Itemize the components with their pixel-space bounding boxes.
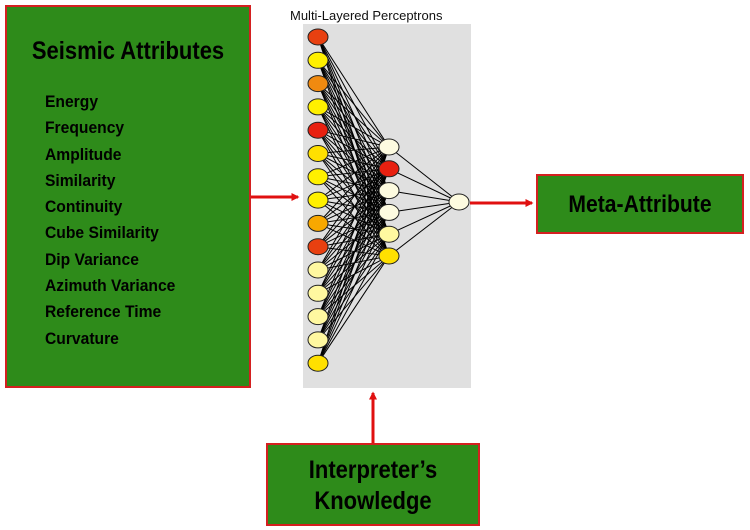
attribute-item: Dip Variance: [45, 249, 139, 269]
input-hidden-edge: [317, 146, 390, 247]
attribute-item: Continuity: [45, 197, 123, 217]
network-nodes: [307, 28, 470, 372]
input-hidden-edge: [317, 212, 390, 364]
hidden-node: [378, 138, 400, 156]
attribute-item: Azimuth Variance: [45, 276, 176, 296]
network-edges: [317, 36, 460, 364]
input-hidden-edge: [317, 83, 390, 170]
input-hidden-edge: [317, 176, 390, 257]
input-node: [307, 28, 329, 46]
input-hidden-edge: [317, 146, 390, 178]
input-hidden-edge: [317, 199, 390, 257]
attribute-item: Reference Time: [45, 302, 162, 322]
hidden-output-edge: [388, 146, 460, 203]
input-node: [307, 51, 329, 69]
input-hidden-edge: [317, 36, 390, 148]
input-hidden-edge: [317, 59, 390, 148]
input-hidden-edge: [317, 106, 390, 148]
hidden-output-edge: [388, 201, 460, 235]
hidden-output-edge: [388, 201, 460, 213]
input-hidden-edge: [317, 176, 390, 235]
input-hidden-edge: [317, 129, 390, 213]
input-hidden-edge: [317, 106, 390, 213]
hidden-node: [378, 225, 400, 243]
seismic-attributes-box: Seismic Attributes Energy Frequency Ampl…: [5, 5, 251, 388]
input-hidden-edge: [317, 176, 390, 192]
interpreter-knowledge-box: Interpreter’s Knowledge: [266, 443, 480, 526]
input-hidden-edge: [317, 233, 390, 248]
input-hidden-edge: [317, 146, 390, 341]
hidden-node: [378, 203, 400, 221]
attribute-item: Cube Similarity: [45, 223, 159, 243]
input-node: [307, 168, 329, 186]
hidden-node: [378, 160, 400, 178]
input-hidden-edge: [317, 153, 390, 170]
input-hidden-edge: [317, 106, 390, 170]
attribute-item: Frequency: [45, 118, 125, 138]
input-node: [307, 191, 329, 209]
meta-attribute-box: Meta-Attribute: [536, 174, 744, 234]
input-hidden-edge: [317, 129, 390, 170]
input-node: [307, 214, 329, 232]
input-hidden-edge: [317, 129, 390, 148]
meta-attribute-label: Meta-Attribute: [568, 191, 712, 218]
input-hidden-edge: [317, 176, 390, 213]
input-hidden-edge: [317, 60, 390, 170]
attribute-item: Similarity: [45, 170, 116, 190]
network-title: Multi-Layered Perceptrons: [290, 8, 443, 23]
input-node: [307, 284, 329, 302]
input-hidden-edge: [317, 190, 390, 201]
hidden-output-edge: [388, 190, 460, 203]
attribute-item: Curvature: [45, 328, 119, 348]
input-hidden-edge: [317, 146, 390, 364]
hidden-output-edge: [388, 168, 460, 203]
input-hidden-edge: [317, 83, 390, 148]
input-hidden-edge: [317, 153, 390, 235]
input-node: [307, 308, 329, 326]
input-node: [307, 98, 329, 116]
input-hidden-edge: [317, 246, 390, 257]
output-node: [448, 193, 470, 211]
input-node: [307, 121, 329, 139]
input-hidden-edge: [317, 168, 390, 178]
input-hidden-edge: [317, 106, 390, 191]
input-hidden-edge: [317, 211, 390, 224]
input-hidden-edge: [317, 168, 390, 364]
hidden-node: [378, 182, 400, 200]
input-hidden-edge: [317, 153, 390, 257]
input-hidden-edge: [317, 199, 390, 213]
seismic-attributes-title: Seismic Attributes: [31, 37, 225, 65]
input-hidden-edge: [317, 255, 390, 271]
attribute-list: Energy Frequency Amplitude Similarity Co…: [45, 89, 187, 352]
hidden-output-edge: [388, 201, 460, 257]
input-hidden-edge: [317, 255, 390, 364]
input-hidden-edge: [317, 146, 390, 271]
input-hidden-edge: [317, 146, 390, 317]
input-node: [307, 145, 329, 162]
input-hidden-edge: [317, 222, 390, 257]
input-node: [307, 354, 329, 372]
input-hidden-edge: [317, 199, 390, 235]
interpreter-knowledge-label: Interpreter’s Knowledge: [281, 455, 466, 517]
input-hidden-edge: [317, 190, 390, 364]
input-hidden-edge: [317, 146, 390, 294]
input-node: [307, 331, 329, 349]
input-hidden-edge: [317, 233, 390, 364]
input-hidden-edge: [317, 129, 390, 235]
input-hidden-edge: [317, 146, 390, 224]
input-node: [307, 75, 329, 93]
input-node: [307, 238, 329, 256]
input-hidden-edge: [317, 146, 390, 201]
hidden-node: [378, 247, 400, 265]
attribute-item: Amplitude: [45, 144, 122, 164]
input-hidden-edge: [317, 222, 390, 235]
knowledge-line-1: Interpreter’s: [308, 456, 438, 484]
knowledge-line-2: Knowledge: [314, 487, 432, 515]
input-node: [307, 261, 329, 279]
attribute-item: Energy: [45, 92, 99, 111]
input-hidden-edge: [317, 83, 390, 191]
input-hidden-edge: [317, 146, 390, 154]
